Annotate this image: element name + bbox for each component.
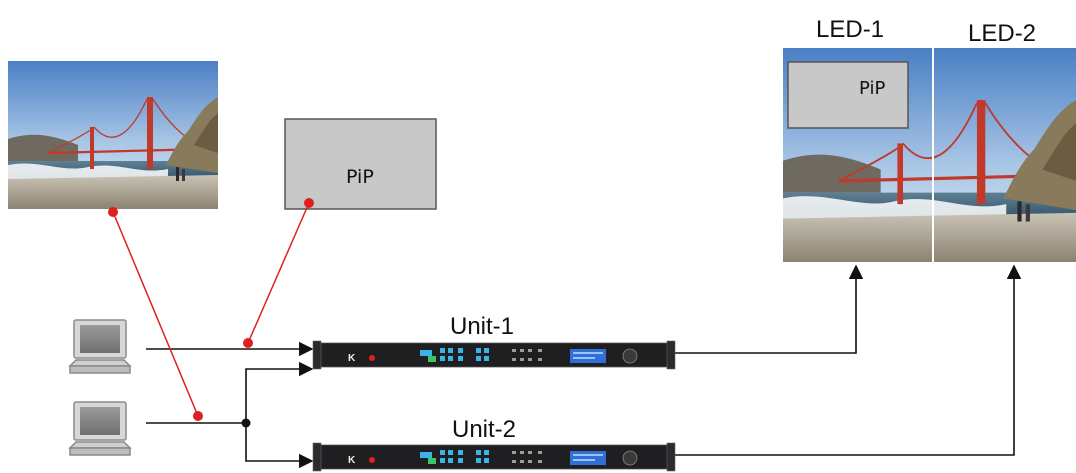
unit-2-device — [313, 443, 675, 471]
pip-source-label: PiP — [346, 166, 374, 188]
image-to-laptop-2-red-line — [113, 212, 198, 416]
led-2-label: LED-2 — [968, 20, 1036, 47]
laptop-2-red-dot — [193, 411, 203, 421]
laptop-2-to-unit-1-line — [246, 369, 312, 423]
pip-to-laptop-1-red-line — [248, 203, 309, 343]
unit-2-to-led-2-line — [672, 266, 1014, 455]
unit-1-to-led-1-line — [672, 266, 856, 353]
unit-1-device — [313, 341, 675, 369]
unit-1-label: Unit-1 — [450, 313, 514, 340]
pip-output-label: PiP — [859, 78, 885, 99]
pip-output-box: PiP — [788, 62, 908, 128]
laptop-1-red-dot — [243, 338, 253, 348]
laptop-2-to-unit-2-line — [246, 423, 312, 461]
led-1-label: LED-1 — [816, 16, 884, 43]
split-junction-dot — [242, 419, 251, 428]
unit-2-label: Unit-2 — [452, 416, 516, 443]
laptop-2-icon — [70, 402, 130, 455]
source-image — [8, 61, 218, 209]
pip-source-box: PiP — [285, 119, 436, 209]
led-wall: PiP LED-1 LED-2 — [783, 16, 1076, 262]
laptop-1-icon — [70, 320, 130, 373]
red-associations — [108, 198, 314, 421]
image-red-dot — [108, 207, 118, 217]
pip-red-dot — [304, 198, 314, 208]
